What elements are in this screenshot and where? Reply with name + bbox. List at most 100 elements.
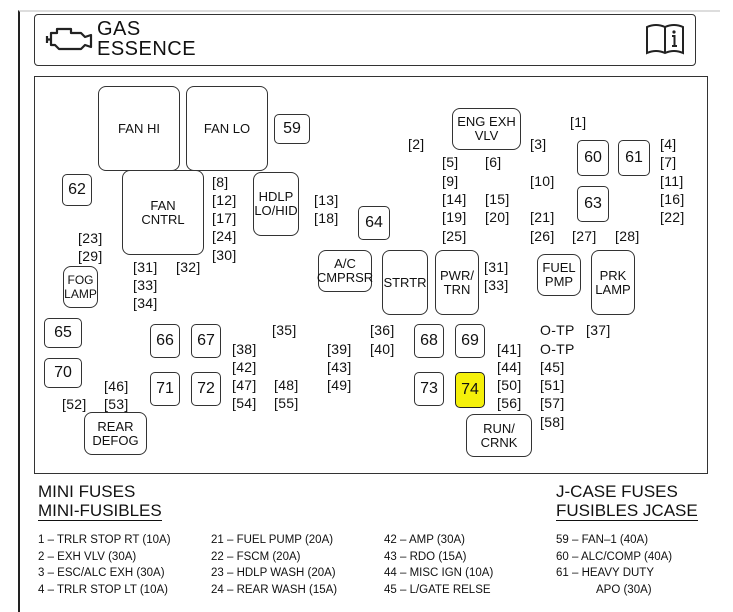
jcase-fuses-title: J-CASE FUSES (556, 482, 678, 501)
relay-ac-cmprsr: A/C CMPRSR (317, 250, 373, 292)
legend-entry: 43 – RDO (15A) (384, 550, 467, 563)
mini-slot-39: [39] (327, 341, 352, 357)
relay-rear-defog: REAR DEFOG (84, 412, 147, 455)
mini-slot-15: [15] (485, 191, 510, 207)
panel-outline (18, 10, 720, 612)
fuel-type-fr: ESSENCE (97, 38, 197, 60)
mini-slot-9: [9] (442, 173, 459, 189)
legend-entry: 61 – HEAVY DUTY (556, 567, 655, 579)
relay-run-crnk: RUN/ CRNK (466, 414, 532, 457)
mini-slot-30: [30] (212, 247, 237, 263)
jcase-fuse-63: 63 (577, 186, 609, 222)
mini-slot-6: [6] (485, 154, 502, 170)
legend-entry: 1 – TRLR STOP RT (10A) (38, 534, 171, 546)
jcase-fuses-title-fr: FUSIBLES JCASE (556, 501, 698, 521)
mini-slot-51: [51] (540, 377, 565, 393)
legend-column-4: 59 – FAN–1 (40A) 60 – ALC/COMP (40A) 61 … (556, 532, 672, 598)
mini-slot-37: [37] (586, 322, 611, 338)
legend-entry: 44 – MISC IGN (10A) (384, 567, 494, 579)
legend-entry: 42 – AMP (30A) (384, 534, 465, 546)
mini-slot-13: [13] (314, 192, 339, 208)
jcase-fuse-74-highlighted: 74 (455, 372, 485, 408)
relay-eng-exh-vlv: ENG EXH VLV (452, 108, 521, 150)
mini-slot-42: [42] (232, 359, 257, 375)
mini-slot-18: [18] (314, 210, 339, 226)
mini-slot-50: [50] (497, 377, 522, 393)
jcase-fuse-73: 73 (414, 372, 444, 406)
legend-column-2: 21 – FUEL PUMP (20A) 22 – FSCM (20A) 23 … (211, 532, 337, 598)
mini-slot-28: [28] (615, 228, 640, 244)
mini-slot-8: [8] (212, 174, 229, 190)
mini-slot-22: [22] (660, 209, 685, 225)
mini-slot-23: [23] (78, 230, 103, 246)
mini-slot-38: [38] (232, 341, 257, 357)
legend-entry: 22 – FSCM (20A) (211, 550, 301, 563)
relay-fuel-pmp: FUEL PMP (537, 254, 581, 296)
mini-slot-44: [44] (497, 359, 522, 375)
mini-slot-40: [40] (370, 341, 395, 357)
legend-entry: 45 – L/GATE RELSE (384, 583, 491, 596)
mini-slot-19: [19] (442, 209, 467, 225)
header: GAS ESSENCE (34, 14, 696, 66)
mini-slot-3: [3] (530, 136, 547, 152)
mini-slot-25: [25] (442, 228, 467, 244)
jcase-fuse-67: 67 (191, 324, 221, 358)
mini-slot-43: [43] (327, 359, 352, 375)
mini-slot-10: [10] (530, 173, 555, 189)
jcase-fuse-65: 65 (44, 318, 82, 348)
mini-slot-35: [35] (272, 322, 297, 338)
test-point-2: O-TP (540, 341, 575, 357)
jcase-fuse-71: 71 (150, 372, 180, 406)
jcase-fuse-68: 68 (414, 324, 444, 358)
mini-fuses-title-fr: MINI-FUSIBLES (38, 501, 162, 521)
mini-slot-57: [57] (540, 395, 565, 411)
mini-slot-53: [53] (104, 396, 129, 412)
relay-strtr: STRTR (382, 250, 428, 315)
relay-prk-lamp: PRK LAMP (591, 250, 635, 315)
test-point-1: O-TP (540, 322, 575, 338)
relay-hdlp-lo-hid: HDLP LO/HID (253, 172, 299, 236)
mini-slot-27: [27] (572, 228, 597, 244)
fuel-type-label: GAS ESSENCE (97, 19, 196, 59)
legend-entry: 3 – ESC/ALC EXH (30A) (38, 567, 165, 579)
jcase-fuse-62: 62 (62, 174, 92, 206)
mini-slot-29: [29] (78, 248, 103, 264)
engine-icon (45, 27, 93, 51)
owner-manual-icon (646, 24, 684, 55)
mini-slot-31: [31] (133, 259, 158, 275)
mini-slot-14: [14] (442, 191, 467, 207)
mini-slot-54: [54] (232, 395, 257, 411)
mini-slot-46: [46] (104, 378, 129, 394)
mini-slot-26: [26] (530, 228, 555, 244)
mini-slot-2: [2] (408, 136, 425, 152)
mini-slot-11: [11] (660, 173, 684, 189)
fuel-type-en: GAS (97, 18, 141, 40)
jcase-fuse-66: 66 (150, 324, 180, 358)
mini-slot-12: [12] (212, 192, 237, 208)
mini-slot-21: [21] (530, 209, 555, 225)
legend-entry: 59 – FAN–1 (40A) (556, 534, 649, 546)
fuse-box-label: GAS ESSENCE FAN HI FAN LO FAN CNTRL HDLP… (18, 10, 720, 612)
jcase-fuse-60: 60 (577, 140, 609, 176)
jcase-fuse-61: 61 (618, 140, 650, 176)
mini-slot-4: [4] (660, 136, 677, 152)
legend-entry: 60 – ALC/COMP (40A) (556, 550, 673, 563)
legend-entry: 2 – EXH VLV (30A) (38, 550, 137, 563)
mini-slot-33: [33] (133, 277, 158, 293)
jcase-fuse-72: 72 (191, 372, 221, 406)
relay-fan-hi: FAN HI (98, 86, 180, 171)
mini-fuses-title: MINI FUSES (38, 482, 136, 501)
mini-slot-32: [32] (176, 259, 201, 275)
mini-slot-48: [48] (274, 377, 299, 393)
relay-fan-cntrl: FAN CNTRL (122, 170, 204, 255)
mini-slot-24: [24] (212, 228, 237, 244)
legend-entry: 23 – HDLP WASH (20A) (211, 567, 336, 579)
mini-slot-20: [20] (485, 209, 510, 225)
mini-slot-56: [56] (497, 395, 522, 411)
mini-slot-41: [41] (497, 341, 522, 357)
mini-slot-52: [52] (62, 396, 87, 412)
legend-entry: 21 – FUEL PUMP (20A) (211, 534, 334, 546)
relay-fan-lo: FAN LO (186, 86, 268, 171)
mini-slot-45: [45] (540, 359, 565, 375)
mini-slot-49: [49] (327, 377, 352, 393)
